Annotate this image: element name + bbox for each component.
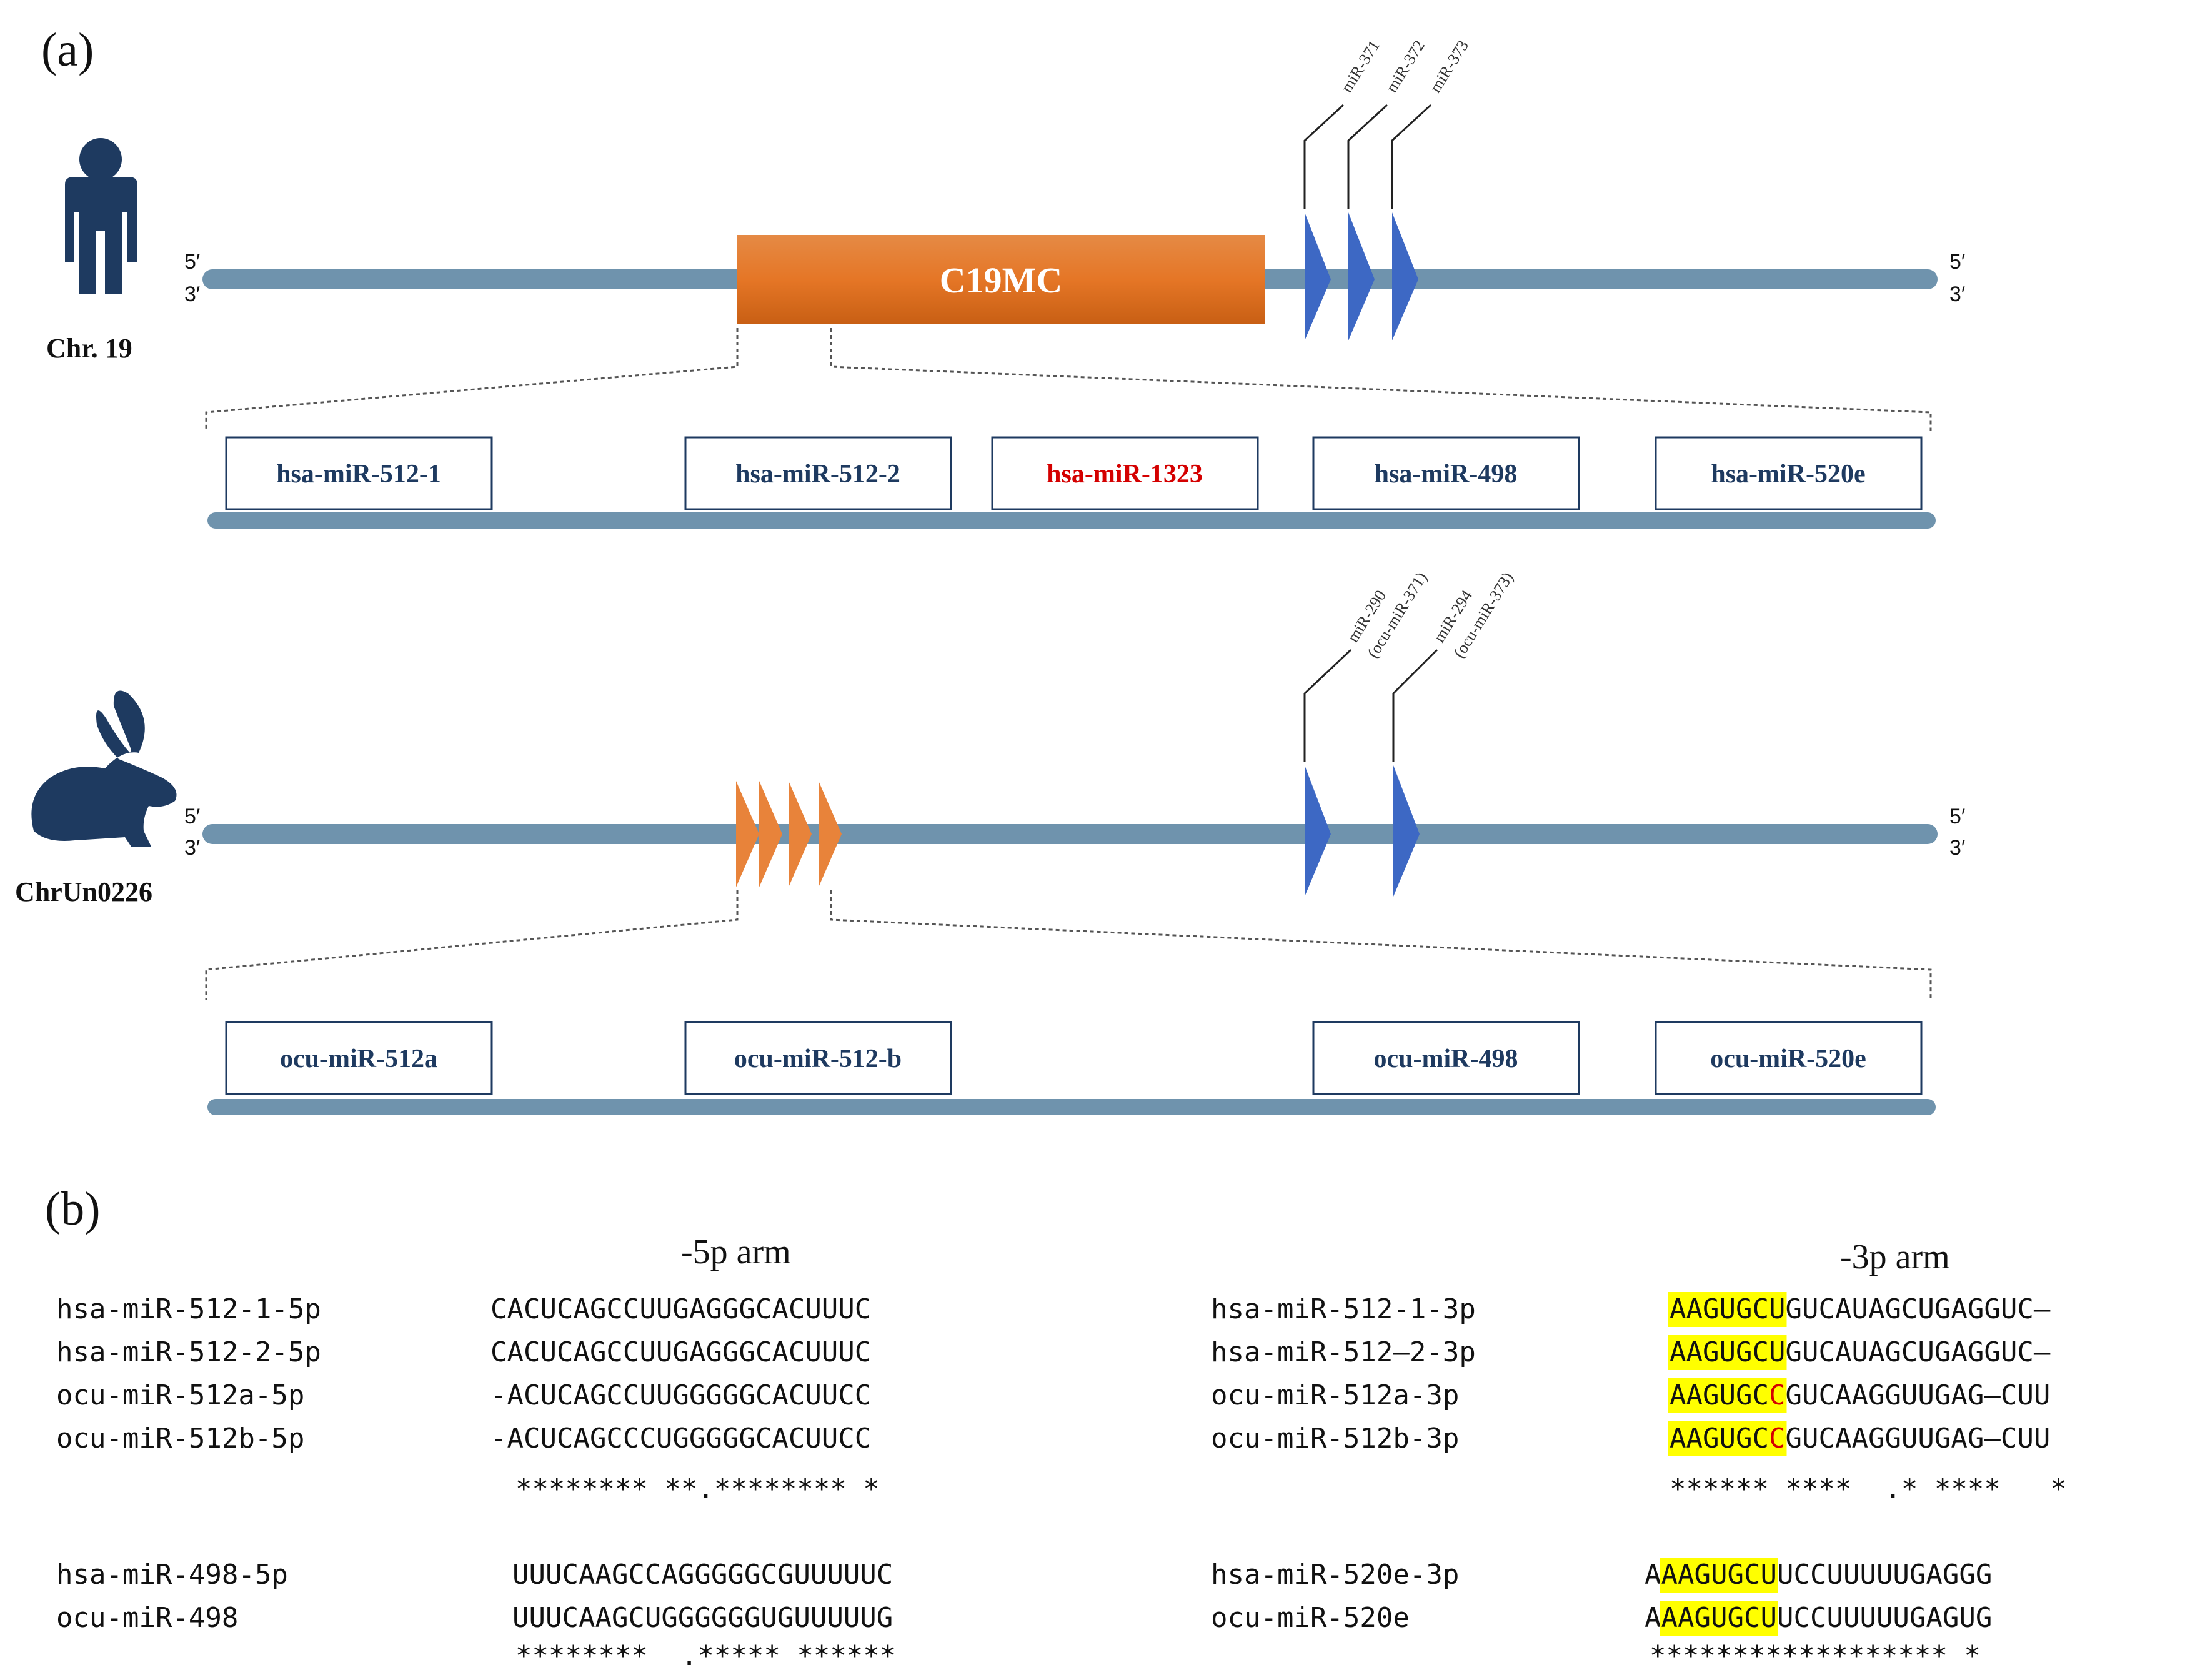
rabbit-leader-lines <box>1303 649 1438 762</box>
human-box-label: hsa-miR-498 <box>1375 460 1518 489</box>
conservation-stars: ******** **.******** * <box>515 1473 880 1505</box>
rabbit-box-label: ocu-miR-498 <box>1374 1045 1518 1073</box>
seq-name: ocu-miR-520e <box>1211 1602 1410 1634</box>
human-strand-3-right: 3′ <box>1949 282 1965 306</box>
rabbit-box-3: ocu-miR-498 <box>1312 1021 1580 1095</box>
arrow-mir-371 <box>1305 212 1331 340</box>
seq-name: ocu-miR-512a-3p <box>1211 1379 1459 1411</box>
human-box-label: hsa-miR-512-2 <box>735 460 900 489</box>
seq-name: ocu-miR-512b-5p <box>56 1423 304 1454</box>
conservation-stars: ****** **** .* **** * <box>1670 1473 2067 1505</box>
human-box-label: hsa-miR-512-1 <box>276 460 441 489</box>
human-mir-boxes: hsa-miR-512-1 hsa-miR-512-2 hsa-miR-1323 hs… <box>225 436 1923 510</box>
seq-rest: GUCAAGGUUGAG—CUU <box>1786 1423 2051 1454</box>
rabbit-mir-boxes: ocu-miR-512a ocu-miR-512-b ocu-miR-498 ocu-… <box>225 1021 1923 1095</box>
rabbit-zoom-lines <box>205 890 1932 1000</box>
rabbit-strand-5-left: 5′ <box>184 805 200 828</box>
seq-name: hsa-miR-498-5p <box>56 1559 288 1591</box>
arrow-mir-373 <box>1392 212 1418 340</box>
human-box-5: hsa-miR-520e <box>1655 436 1923 510</box>
rabbit-mir-arrows <box>1305 765 1420 897</box>
rabbit-box-1: ocu-miR-512a <box>225 1021 493 1095</box>
human-box-label: hsa-miR-1323 <box>1047 460 1203 489</box>
human-icon <box>65 138 137 294</box>
rabbit-box-2: ocu-miR-512-b <box>684 1021 952 1095</box>
seq-prefix: A <box>1645 1602 1661 1634</box>
rabbit-box-label: ocu-miR-512-b <box>734 1045 902 1073</box>
c19mc-label: C19MC <box>940 260 1063 301</box>
human-mir-label-2: miR-372 <box>1382 37 1428 96</box>
seq-name: ocu-miR-512a-5p <box>56 1379 304 1411</box>
seed-region: AAGUGC <box>1670 1379 1769 1411</box>
seq-name: hsa-miR-512-2-5p <box>56 1336 321 1368</box>
rabbit-strand-5-right: 5′ <box>1949 805 1965 828</box>
seed-mismatch: C <box>1769 1379 1786 1411</box>
arm3-header: -3p arm <box>1840 1238 1950 1276</box>
seed-region: AAGUGCU <box>1661 1559 1777 1591</box>
seq-rest: GUCAAGGUUGAG—CUU <box>1786 1379 2051 1411</box>
human-strand-3-left: 3′ <box>184 282 200 306</box>
seq-rest: UCCUUUUUGAGGG <box>1777 1559 1992 1591</box>
rabbit-box-label: ocu-miR-520e <box>1710 1045 1866 1073</box>
seq-rest: GUCAUAGCUGAGGUC— <box>1786 1336 2051 1368</box>
human-chr-label: Chr. 19 <box>46 333 132 364</box>
panel-b-label: (b) <box>45 1183 101 1235</box>
seq-string: -ACUCAGCCCUGGGGGCACUUCC <box>490 1423 871 1454</box>
seq-prefix: A <box>1645 1559 1661 1591</box>
seq-name: hsa-miR-512-1-5p <box>56 1293 321 1325</box>
human-mir-label-1: miR-371 <box>1337 37 1383 96</box>
seq-rest: UCCUUUUUGAGUG <box>1777 1602 1992 1634</box>
seed-region: AAGUGCU <box>1670 1336 1785 1368</box>
rabbit-strand-3-right: 3′ <box>1949 836 1965 860</box>
human-box-1: hsa-miR-512-1 <box>225 436 493 510</box>
seq-name: hsa-miR-512-1-3p <box>1211 1293 1476 1325</box>
human-zoom-lines <box>205 328 1932 431</box>
rabbit-box-4: ocu-miR-520e <box>1655 1021 1923 1095</box>
rabbit-strand-3-left: 3′ <box>184 836 200 860</box>
c19mc-cluster-box <box>737 235 1265 324</box>
human-strand-5-left: 5′ <box>184 250 200 274</box>
seq-string: UUUCAAGCCAGGGGGCGUUUUUC <box>512 1559 893 1591</box>
rabbit-chr-label: ChrUn0226 <box>15 877 152 907</box>
seq-string: CACUCAGCCUUGAGGGCACUUUC <box>490 1336 871 1368</box>
arm5-header: -5p arm <box>681 1233 791 1271</box>
seq-name: ocu-miR-512b-3p <box>1211 1423 1459 1454</box>
seed-region: AAGUGCU <box>1670 1293 1785 1325</box>
arrow-mir-290 <box>1305 765 1331 897</box>
human-box-3: hsa-miR-1323 <box>991 436 1259 510</box>
seed-region: AAGUGC <box>1670 1423 1769 1454</box>
seq-rest: GUCAUAGCUGAGGUC— <box>1786 1293 2051 1325</box>
panel-a-label: (a) <box>41 24 94 76</box>
arrow-mir-294 <box>1393 765 1420 897</box>
rabbit-box-label: ocu-miR-512a <box>280 1045 437 1073</box>
seed-mismatch: C <box>1769 1423 1786 1454</box>
conservation-stars: ******** .***** ****** <box>515 1640 896 1672</box>
seq-string: CACUCAGCCUUGAGGGCACUUUC <box>490 1293 871 1325</box>
rabbit-cluster-arrows <box>736 781 842 887</box>
human-box-4: hsa-miR-498 <box>1312 436 1580 510</box>
seq-string: -ACUCAGCCUUGGGGGCACUUCC <box>490 1379 871 1411</box>
seq-name: hsa-miR-512—2-3p <box>1211 1336 1476 1368</box>
seq-name: hsa-miR-520e-3p <box>1211 1559 1459 1591</box>
conservation-stars: ****************** * <box>1650 1640 1981 1672</box>
human-mir-label-3: miR-373 <box>1426 37 1472 96</box>
seq-string: UUUCAAGCUGGGGGGUGUUUUUG <box>512 1602 893 1634</box>
seed-region: AAGUGCU <box>1661 1602 1777 1634</box>
seq-name: ocu-miR-498 <box>56 1602 238 1634</box>
rabbit-icon <box>31 690 177 847</box>
human-box-label: hsa-miR-520e <box>1711 460 1865 489</box>
arrow-mir-372 <box>1348 212 1375 340</box>
human-box-2: hsa-miR-512-2 <box>684 436 952 510</box>
human-leader-lines <box>1303 104 1432 209</box>
human-mir-arrows <box>1305 212 1418 340</box>
human-strand-5-right: 5′ <box>1949 250 1965 274</box>
